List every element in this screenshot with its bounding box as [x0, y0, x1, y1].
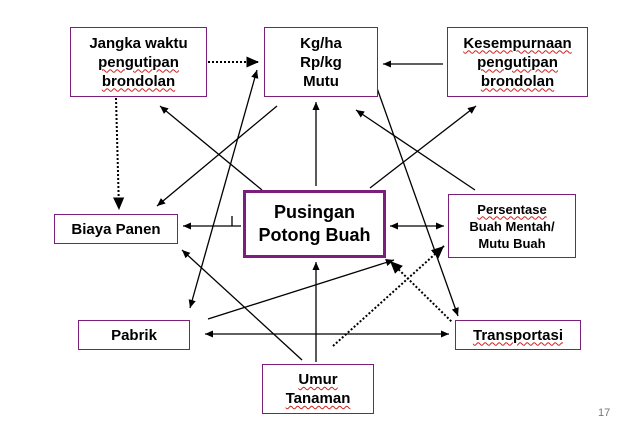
- edge-umur-to-persentase: [207, 259, 395, 320]
- edge-umur-to-biaya: [181, 249, 303, 361]
- node-kesempurnaan: Kesempurnaan pengutipan brondolan: [447, 27, 588, 97]
- node-kg-line-3: Mutu: [303, 72, 339, 90]
- node-kesempurnaan-line-1: Kesempurnaan: [463, 34, 572, 52]
- node-kg: Kg/ha Rp/kg Mutu: [264, 27, 378, 97]
- edge-pusingan-to-jangka: [159, 105, 263, 191]
- node-umur-line-2: Tanaman: [285, 390, 351, 407]
- node-jangka-line-2: pengutipan: [98, 53, 179, 71]
- node-kesempurnaan-line-2: pengutipan: [477, 53, 558, 71]
- node-transportasi: Transportasi: [455, 320, 581, 350]
- edge-pusingan-to-kesempurnaan: [369, 105, 477, 189]
- node-persentase-line-3: Mutu Buah: [478, 235, 546, 251]
- node-kg-line-2: Rp/kg: [300, 53, 342, 71]
- node-pusingan-line-1: Pusingan: [273, 202, 355, 222]
- node-pabrik-line-1: Pabrik: [111, 326, 157, 344]
- edge-jangka-to-biaya: [113, 97, 125, 211]
- node-transportasi-line-1: Transportasi: [472, 326, 564, 344]
- node-biaya: Biaya Panen: [54, 214, 178, 244]
- page-number: 17: [598, 407, 611, 419]
- node-jangka-line-3: brondolan: [101, 72, 176, 90]
- node-biaya-line-1: Biaya Panen: [71, 220, 161, 238]
- node-pusingan: Pusingan Potong Buah: [243, 190, 386, 258]
- edge-transportasi-to-persentase-dotted: [332, 245, 445, 347]
- node-jangka: Jangka waktu pengutipan brondolan: [70, 27, 207, 97]
- node-jangka-line-1: Jangka waktu: [89, 34, 188, 52]
- edge-kg-to-transportasi: [371, 73, 459, 317]
- node-pabrik: Pabrik: [78, 320, 190, 350]
- node-kesempurnaan-line-3: brondolan: [480, 72, 555, 90]
- node-pusingan-line-2: Potong Buah: [258, 225, 371, 245]
- edge-persentase-to-kg: [355, 109, 476, 191]
- node-persentase-line-1: Persentase: [477, 201, 547, 217]
- node-umur-line-1: Umur: [298, 371, 338, 388]
- edge-persentase-transportasi-dotted: [389, 260, 453, 323]
- node-persentase: Persentase Buah Mentah/ Mutu Buah: [448, 194, 576, 258]
- node-persentase-line-2: Buah Mentah/: [469, 218, 555, 234]
- node-umur: Umur Tanaman: [262, 364, 374, 414]
- node-kg-line-1: Kg/ha: [300, 34, 342, 52]
- edge-pabrik-kg: [188, 69, 259, 309]
